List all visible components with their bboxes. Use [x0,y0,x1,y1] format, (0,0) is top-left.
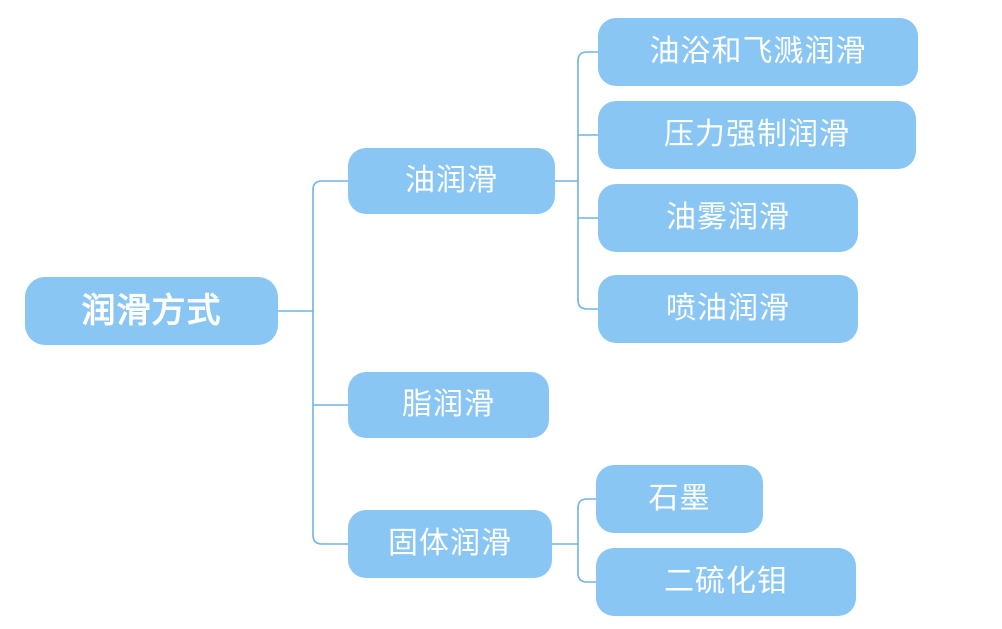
connector-to-oil-jet [577,299,599,310]
node-oil-jet-label: 喷油润滑 [666,292,790,325]
node-solid-lubrication[interactable]: 固体润滑 [348,510,552,578]
node-graphite-label: 石墨 [648,482,711,515]
connector-to-graphite [577,498,597,509]
connector-to-molybdenum-disulfide [577,572,597,583]
node-molybdenum-disulfide-label: 二硫化钼 [664,565,788,598]
node-oil-bath-splash-label: 油浴和飞溅润滑 [649,35,867,68]
connector-to-oil-bath-splash [577,51,599,62]
node-molybdenum-disulfide[interactable]: 二硫化钼 [596,548,856,616]
node-root-label: 润滑方式 [81,292,222,330]
node-oil-lubrication[interactable]: 油润滑 [348,148,555,214]
connector-to-oil-lubrication [312,180,349,191]
node-graphite[interactable]: 石墨 [596,465,763,533]
node-grease-lubrication-label: 脂润滑 [402,388,495,421]
node-pressure-forced-label: 压力强制润滑 [664,118,850,151]
node-pressure-forced[interactable]: 压力强制润滑 [598,101,916,169]
connector-to-solid-lubrication [312,534,349,545]
node-oil-jet[interactable]: 喷油润滑 [598,275,858,343]
node-oil-mist[interactable]: 油雾润滑 [598,184,858,252]
node-grease-lubrication[interactable]: 脂润滑 [348,372,549,438]
node-oil-lubrication-label: 油润滑 [405,164,498,197]
node-solid-lubrication-label: 固体润滑 [388,527,512,560]
node-root[interactable]: 润滑方式 [25,277,278,345]
node-oil-mist-label: 油雾润滑 [666,201,790,234]
node-oil-bath-splash[interactable]: 油浴和飞溅润滑 [598,18,918,86]
